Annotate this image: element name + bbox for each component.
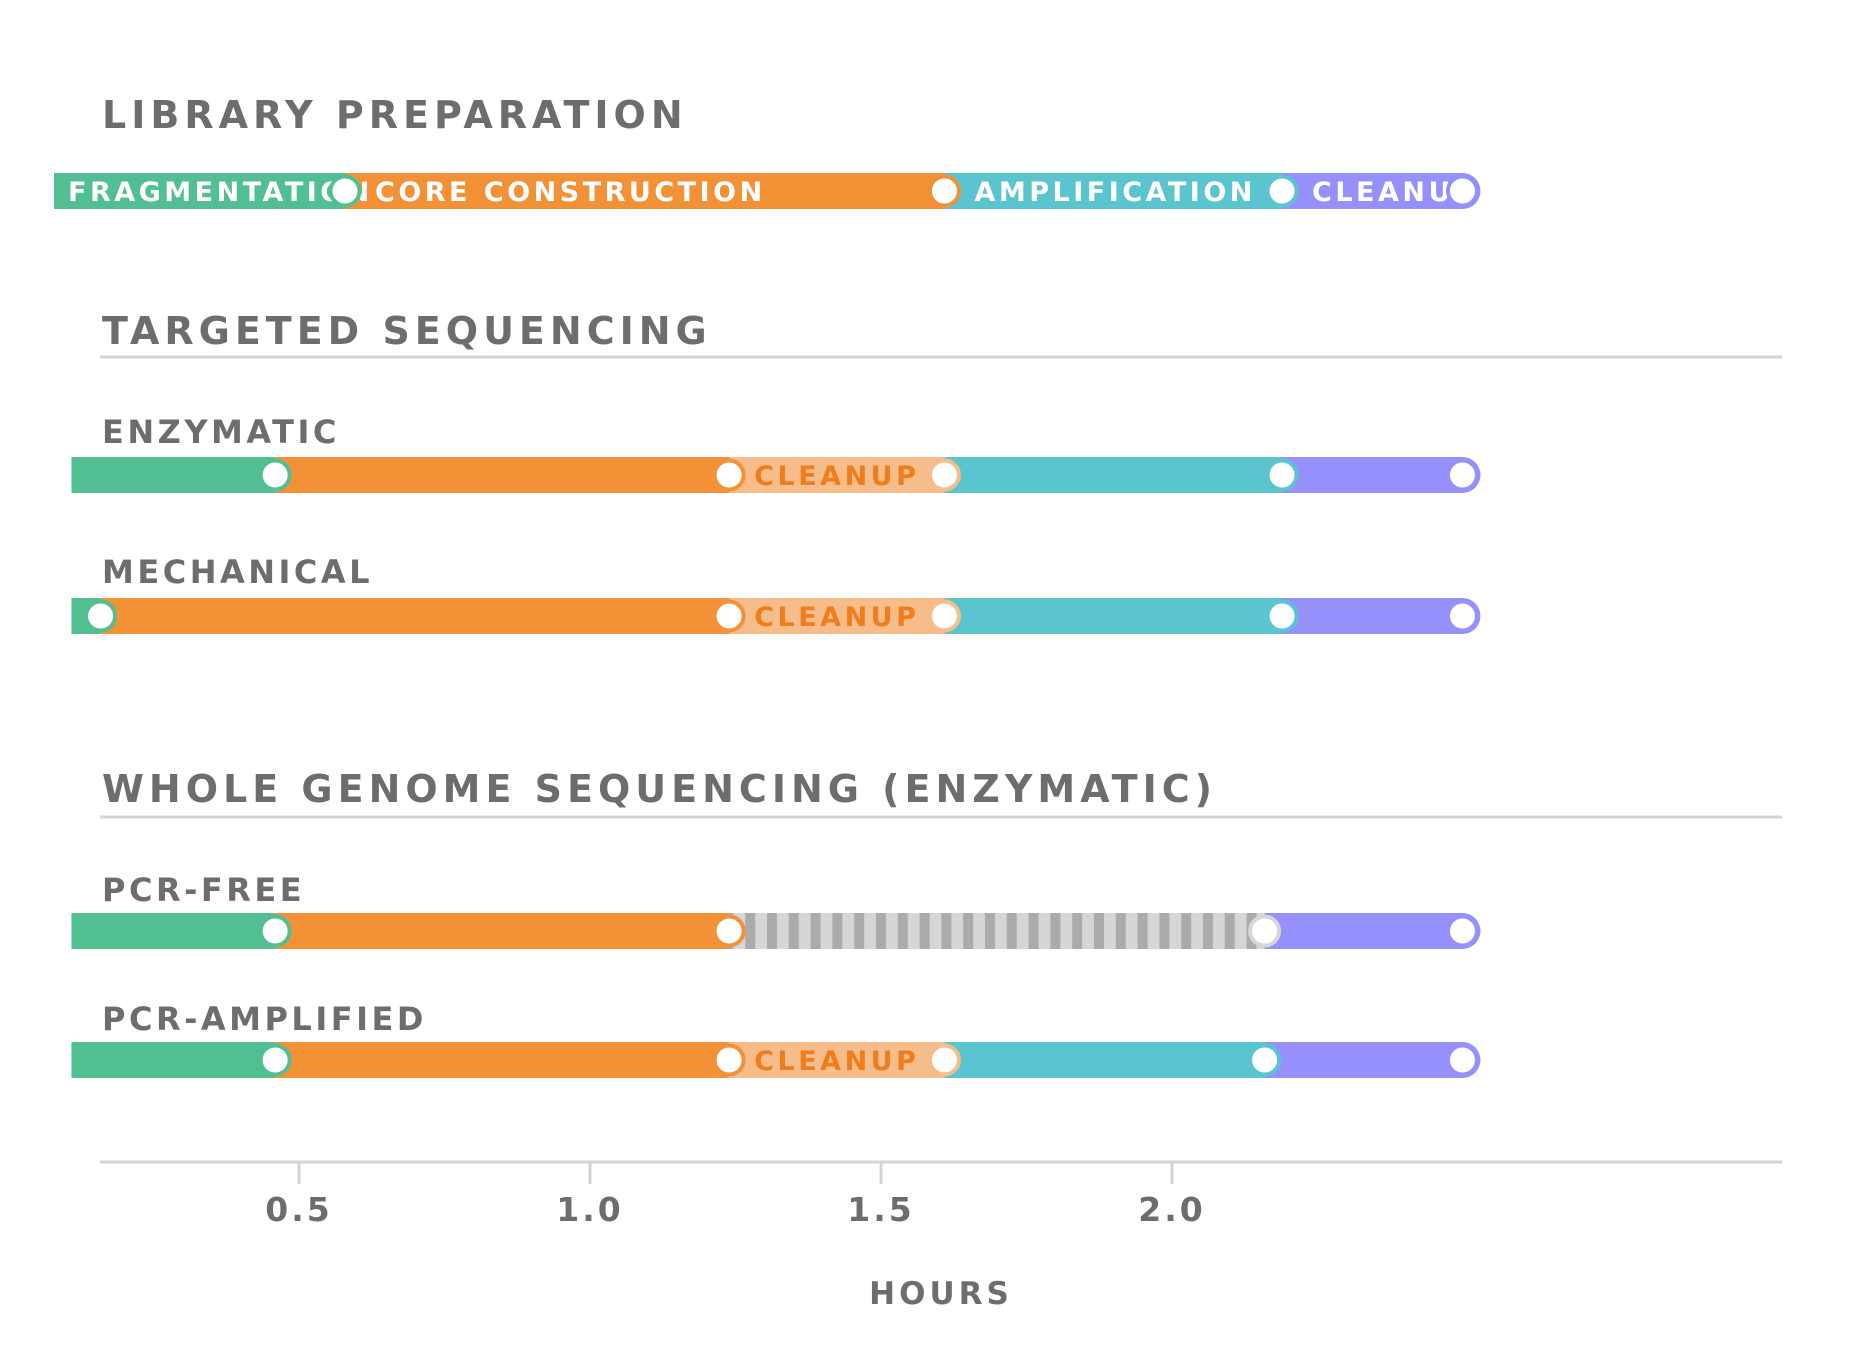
milestone-dot — [927, 174, 961, 208]
segment-fragmentation — [54, 173, 345, 209]
milestone-dot — [258, 914, 292, 948]
section-3: WHOLE GENOME SEQUENCING (ENZYMATIC) PCR-F… — [71, 767, 1782, 1078]
segment-label: CLEANUP — [754, 461, 919, 492]
section-title: TARGETED SEQUENCING — [102, 309, 712, 353]
timeline-row: PCR-FREE — [71, 871, 1481, 949]
segment-label: CORE CONSTRUCTION — [375, 177, 766, 208]
row-label: MECHANICAL — [102, 553, 373, 591]
milestone-dot — [712, 458, 746, 492]
x-tick-label: 1.5 — [847, 1190, 914, 1229]
timeline-row: ENZYMATIC CLEANUP — [71, 413, 1481, 493]
segment-label: CLEANUP — [754, 1046, 919, 1077]
milestone-dot — [258, 1043, 292, 1077]
segment-fragmentation — [71, 457, 276, 493]
milestone-dot — [927, 1043, 961, 1077]
milestone-dot — [712, 1043, 746, 1077]
segment-cleanup-orange — [729, 1042, 945, 1078]
milestone-dot — [1265, 174, 1299, 208]
timeline-row: MECHANICAL CLEANUP — [71, 553, 1481, 634]
segment-skipped — [729, 913, 1265, 949]
segment-cleanup-purple — [1282, 173, 1463, 209]
section-title: LIBRARY PREPARATION — [102, 93, 688, 137]
milestone-dot — [328, 174, 362, 208]
segment-cleanup-orange — [729, 598, 945, 634]
milestone-dot — [712, 599, 746, 633]
milestone-dot — [258, 458, 292, 492]
segment-core-construction — [275, 457, 730, 493]
milestone-dot — [1445, 914, 1479, 948]
milestone-dot — [1248, 1043, 1282, 1077]
milestone-dot — [927, 599, 961, 633]
segment-label: AMPLIFICATION — [974, 177, 1255, 208]
row-label: PCR-FREE — [102, 871, 305, 909]
segment-fragmentation — [71, 913, 276, 949]
segment-cleanup-orange — [729, 457, 945, 493]
segment-cleanup-purple — [1264, 913, 1463, 949]
x-tick-label: 1.0 — [556, 1190, 623, 1229]
segment-amplification — [944, 457, 1283, 493]
x-axis-title: HOURS — [869, 1276, 1013, 1312]
segment-core-construction — [345, 173, 945, 209]
section-title: WHOLE GENOME SEQUENCING (ENZYMATIC) — [102, 767, 1217, 811]
section-2: TARGETED SEQUENCINGENZYMATICCLEANUPMECHA… — [71, 309, 1782, 634]
milestone-dot — [1248, 914, 1282, 948]
milestone-dot — [1265, 599, 1299, 633]
segment-core-construction — [275, 913, 730, 949]
segment-fragmentation — [71, 1042, 276, 1078]
milestone-dot — [1445, 458, 1479, 492]
x-tick-label: 2.0 — [1138, 1190, 1205, 1229]
segment-amplification — [944, 598, 1283, 634]
milestone-dot — [1265, 458, 1299, 492]
segment-cleanup-purple — [1282, 598, 1463, 634]
segment-cleanup-purple — [1264, 1042, 1463, 1078]
milestone-dot — [84, 599, 118, 633]
segment-label: FRAGMENTATION — [68, 177, 373, 208]
x-tick-label: 0.5 — [265, 1190, 332, 1229]
segment-cleanup-purple — [1282, 457, 1463, 493]
milestone-dot — [1445, 599, 1479, 633]
segment-core-construction — [100, 598, 730, 634]
segment-amplification — [944, 173, 1283, 209]
segment-amplification — [944, 1042, 1265, 1078]
segment-label: CLEANUP — [754, 602, 919, 633]
milestone-dot — [927, 458, 961, 492]
timeline-row: PCR-AMPLIFIED CLEANUP — [71, 1000, 1481, 1078]
row-label: PCR-AMPLIFIED — [102, 1000, 427, 1038]
milestone-dot — [1445, 1043, 1479, 1077]
milestone-dot — [1445, 174, 1479, 208]
segment-core-construction — [275, 1042, 730, 1078]
milestone-dot — [712, 914, 746, 948]
row-label: ENZYMATIC — [102, 413, 340, 451]
